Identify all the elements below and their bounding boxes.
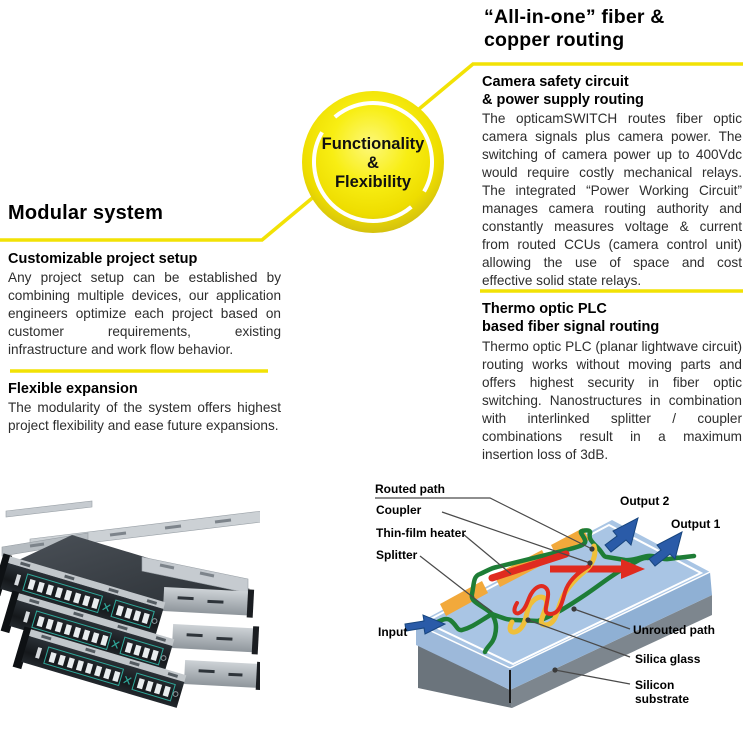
label-splitter: Splitter (376, 548, 418, 562)
rack-units-illustration (0, 500, 260, 708)
silica-left-face (416, 624, 510, 690)
customizable-body: Any project setup can be established by … (8, 270, 281, 357)
mounting-brackets (1, 500, 260, 557)
thermo-optic-heading: Thermo optic PLC based fiber signal rout… (482, 301, 660, 335)
rack-photo (0, 497, 260, 736)
functionality-badge: Functionality & Flexibility (299, 88, 447, 236)
silicon-substrate-left-face (418, 645, 512, 708)
label-silica-glass: Silica glass (635, 652, 701, 666)
output2-arrow-icon (604, 517, 639, 553)
label-input: Input (378, 625, 408, 639)
silicon-substrate-right-face (510, 595, 712, 708)
badge-label: Functionality & Flexibility (321, 135, 425, 191)
label-silicon-substrate: Silicon substrate (635, 678, 690, 706)
thin-film-heater-bar (488, 550, 570, 582)
rack-unit (0, 553, 255, 635)
label-routed-path: Routed path (375, 482, 445, 496)
label-unrouted-path: Unrouted path (633, 623, 715, 637)
rack-unit (0, 590, 260, 672)
left-column-title: Modular system (8, 202, 164, 224)
customizable-heading: Customizable project setup (8, 251, 198, 267)
output1-arrow-icon (648, 531, 683, 567)
input-arrow-icon (404, 614, 447, 635)
thermo-optic-body: Thermo optic PLC (planar lightwave circu… (482, 339, 742, 462)
label-output-2: Output 2 (620, 494, 670, 508)
plc-chip-illustration (375, 497, 712, 708)
label-coupler: Coupler (376, 503, 422, 517)
silica-right-face (510, 572, 712, 690)
callout-lines (375, 497, 631, 685)
unrouted-light-wave (512, 564, 591, 617)
plc-diagram: Routed path Coupler Thin-film heater Spl… (365, 475, 743, 736)
callout-dots (525, 546, 595, 673)
routed-light-wave (507, 543, 598, 635)
flexible-body: The modularity of the system offers high… (8, 400, 281, 433)
label-thin-film-heater: Thin-film heater (376, 526, 467, 540)
camera-safety-heading: Camera safety circuit & power supply rou… (482, 74, 644, 108)
flexible-heading: Flexible expansion (8, 381, 138, 397)
rack-unit (12, 626, 260, 708)
label-output-1: Output 1 (671, 517, 721, 531)
badge-ball-icon (302, 91, 444, 233)
camera-safety-body: The opticamSWITCH routes fiber optic cam… (482, 111, 742, 288)
right-column-title: “All-in-one” fiber & copper routing (484, 6, 665, 51)
